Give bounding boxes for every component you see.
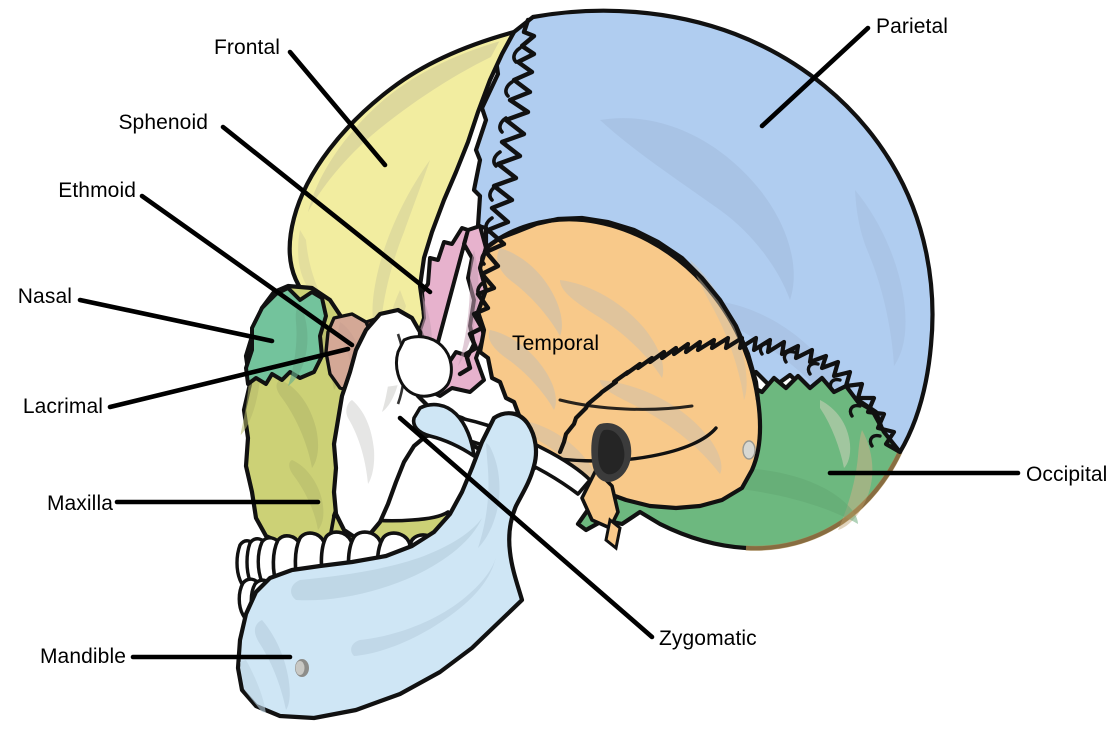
leader-lines [77,25,1021,660]
coronal-suture [457,17,537,377]
leader-sphenoid [220,124,433,295]
leader-ethmoid [139,193,355,348]
sphenoid-shading-2 [458,250,479,366]
label-lacrimal: Lacrimal [22,395,103,418]
label-zygomatic: Zygomatic [659,627,757,650]
styloid-process [604,517,622,551]
nasal-shading [288,304,308,386]
leader-parietal [759,25,871,129]
label-temporal: Temporal [512,332,600,355]
orbit [395,335,453,398]
temporal-internal-line [558,398,694,411]
lambdoid-suture [557,335,903,455]
leader-zygomatic [397,415,655,640]
leader-nasal [77,297,275,344]
label-nasal: Nasal [17,285,72,308]
squamous-suture [483,215,761,403]
leader-lacrimal [107,346,351,410]
label-mandible: Mandible [39,645,126,668]
label-maxilla: Maxilla [46,492,113,515]
temporal-foramen [742,440,756,460]
label-frontal: Frontal [213,36,280,59]
label-sphenoid: Sphenoid [118,111,208,134]
label-parietal: Parietal [876,15,949,38]
occipital-rim [745,450,903,551]
label-ethmoid: Ethmoid [58,179,136,202]
leader-frontal [287,49,388,168]
label-occipital: Occipital [1026,463,1108,486]
mandible-fill [235,411,539,721]
coronoid-process [411,402,476,458]
temporal-shading [488,248,747,494]
mandible-bone [235,402,539,721]
orbit-opening [395,335,453,398]
